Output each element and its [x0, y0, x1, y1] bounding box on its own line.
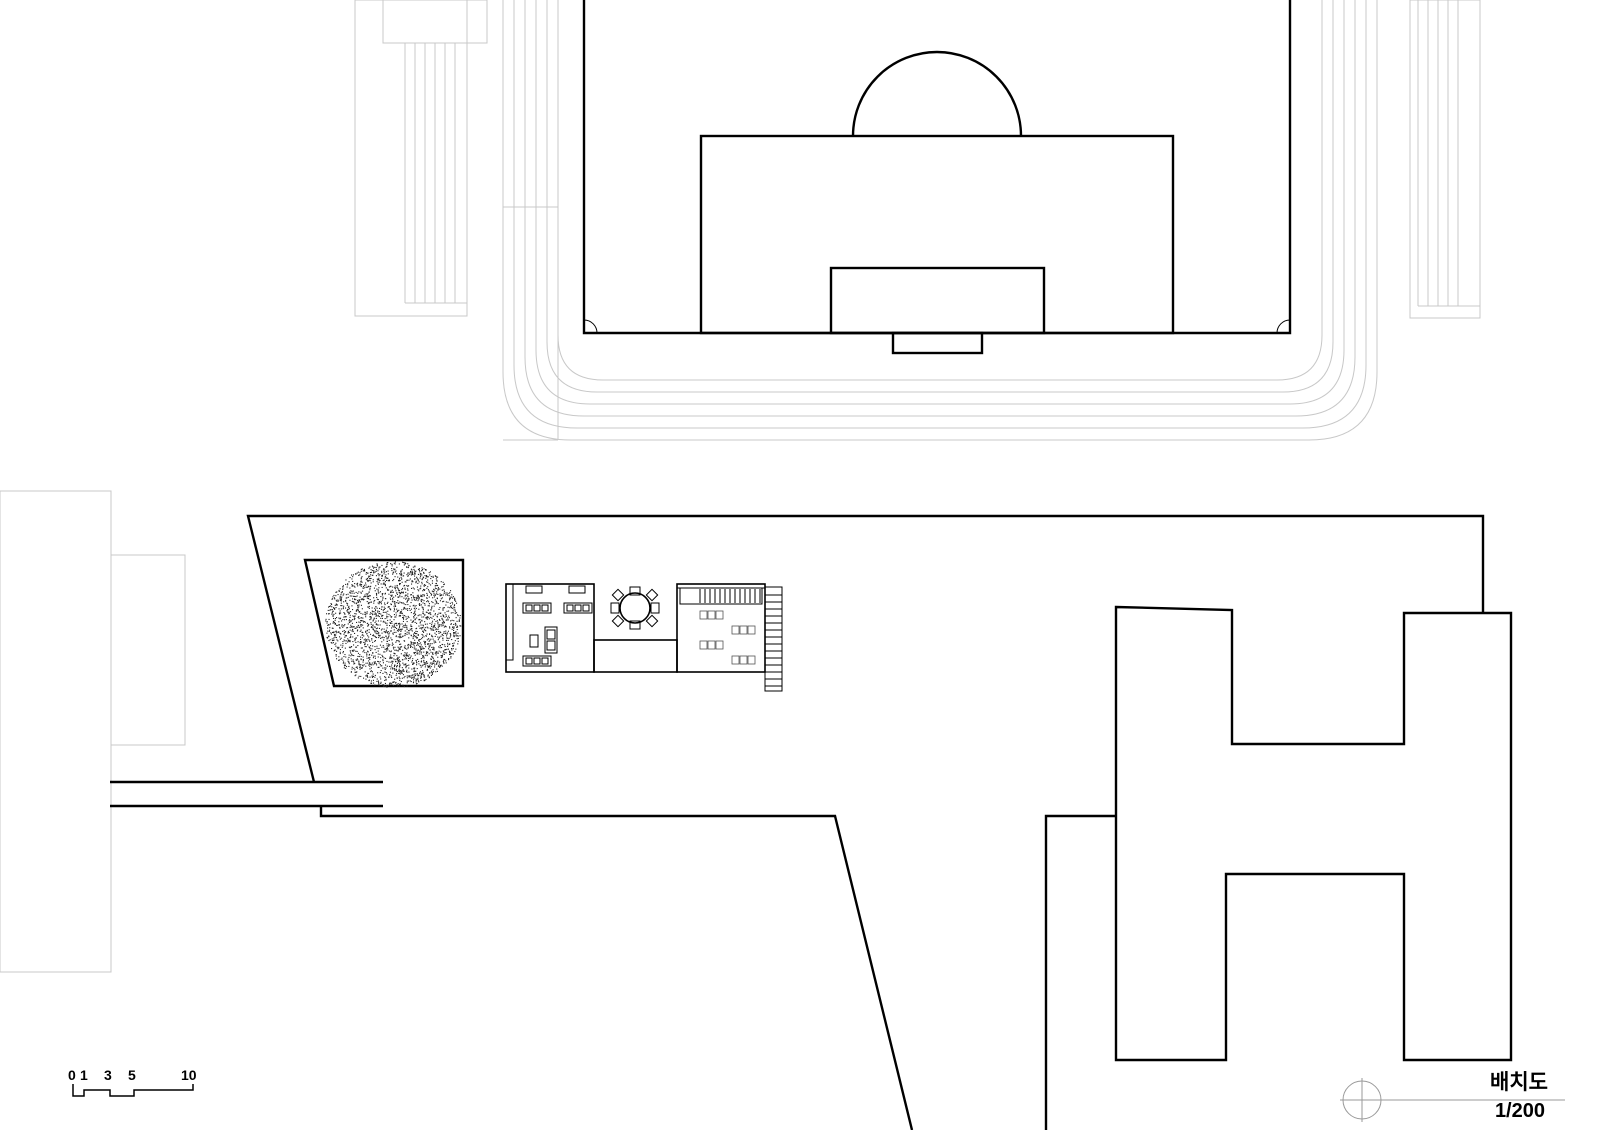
scale-tick-5: 5 [128, 1067, 136, 1083]
tree-canopy-texture [325, 561, 462, 688]
tree-planter [303, 558, 465, 688]
adjacent-building-context [0, 490, 186, 973]
h-shaped-building [1114, 605, 1513, 1062]
drawing-scale: 1/200 [1494, 1100, 1545, 1122]
scale-tick-1: 1 [80, 1067, 88, 1083]
furniture-layout [505, 583, 783, 692]
scale-tick-0: 0 [68, 1067, 76, 1083]
track-and-stands-context [354, 0, 1481, 441]
site-boundary [110, 514, 1485, 1130]
scale-tick-3: 3 [104, 1067, 112, 1083]
football-pitch [582, 0, 1292, 355]
scale-tick-10: 10 [181, 1067, 197, 1083]
scale-bar [72, 1084, 194, 1097]
north-arrow-icon [1340, 1078, 1565, 1122]
drawing-title: 배치도 [1490, 1071, 1548, 1094]
